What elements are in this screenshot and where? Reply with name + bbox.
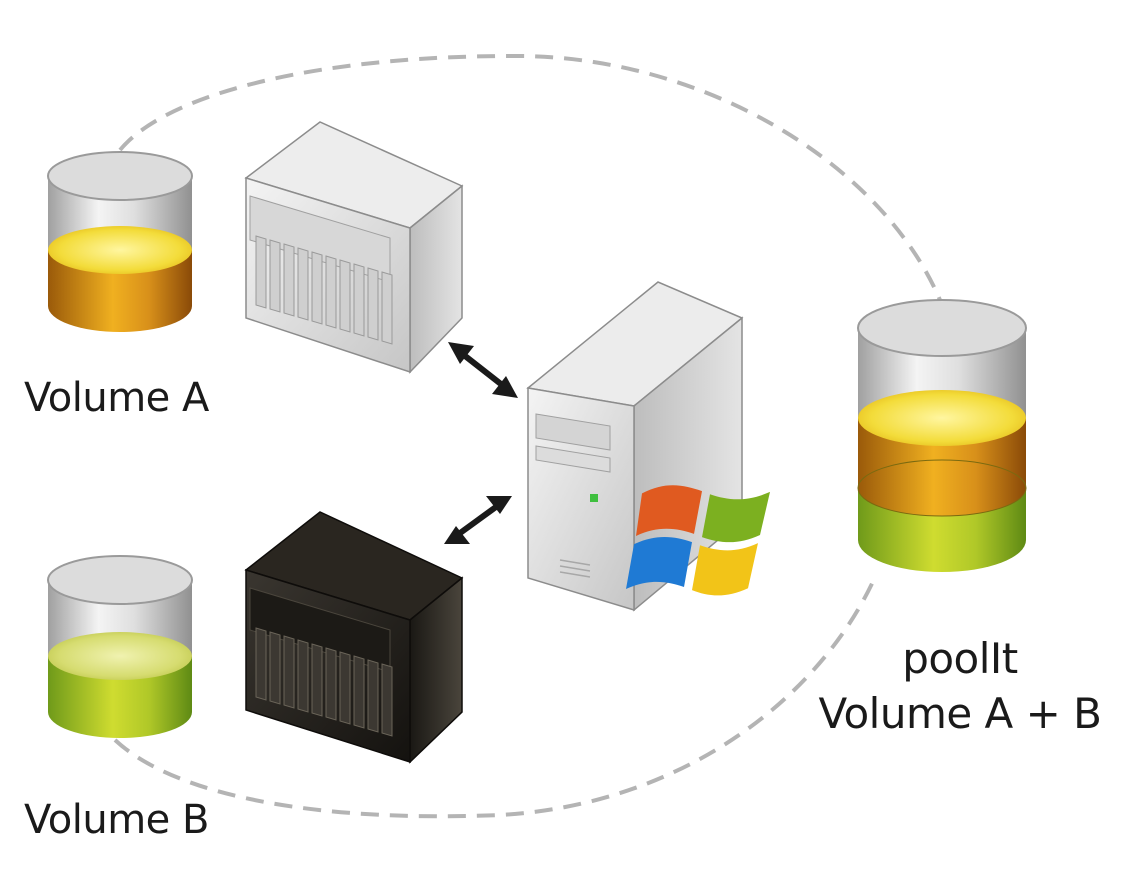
- volume-a-label: Volume A: [24, 375, 209, 421]
- pool-name-label: poolIt: [902, 634, 1018, 683]
- nas-b-server-icon: [244, 511, 464, 764]
- connection-arrow-nas-b: [444, 496, 512, 544]
- power-led-icon: [590, 494, 598, 502]
- nas-b-drive-bays: [255, 627, 393, 737]
- connection-arrow-nas-a: [448, 342, 518, 398]
- volume-b-label: Volume B: [24, 797, 209, 843]
- windows-logo-icon: [626, 485, 770, 596]
- pool-boundary-dashed-line: [118, 53, 942, 301]
- volume-a-cylinder-icon: [47, 151, 193, 332]
- pool-label: poolIt Volume A + B: [800, 632, 1120, 741]
- windows-tower-server-icon: [526, 281, 744, 612]
- nas-a-server-icon: [244, 121, 464, 374]
- pool-boundary-dashed-line: [113, 574, 878, 819]
- pool-volumes-label: Volume A + B: [818, 688, 1103, 738]
- nas-a-drive-bays: [255, 235, 393, 345]
- pool-cylinder-icon: [857, 299, 1027, 572]
- volume-b-cylinder-icon: [47, 555, 193, 738]
